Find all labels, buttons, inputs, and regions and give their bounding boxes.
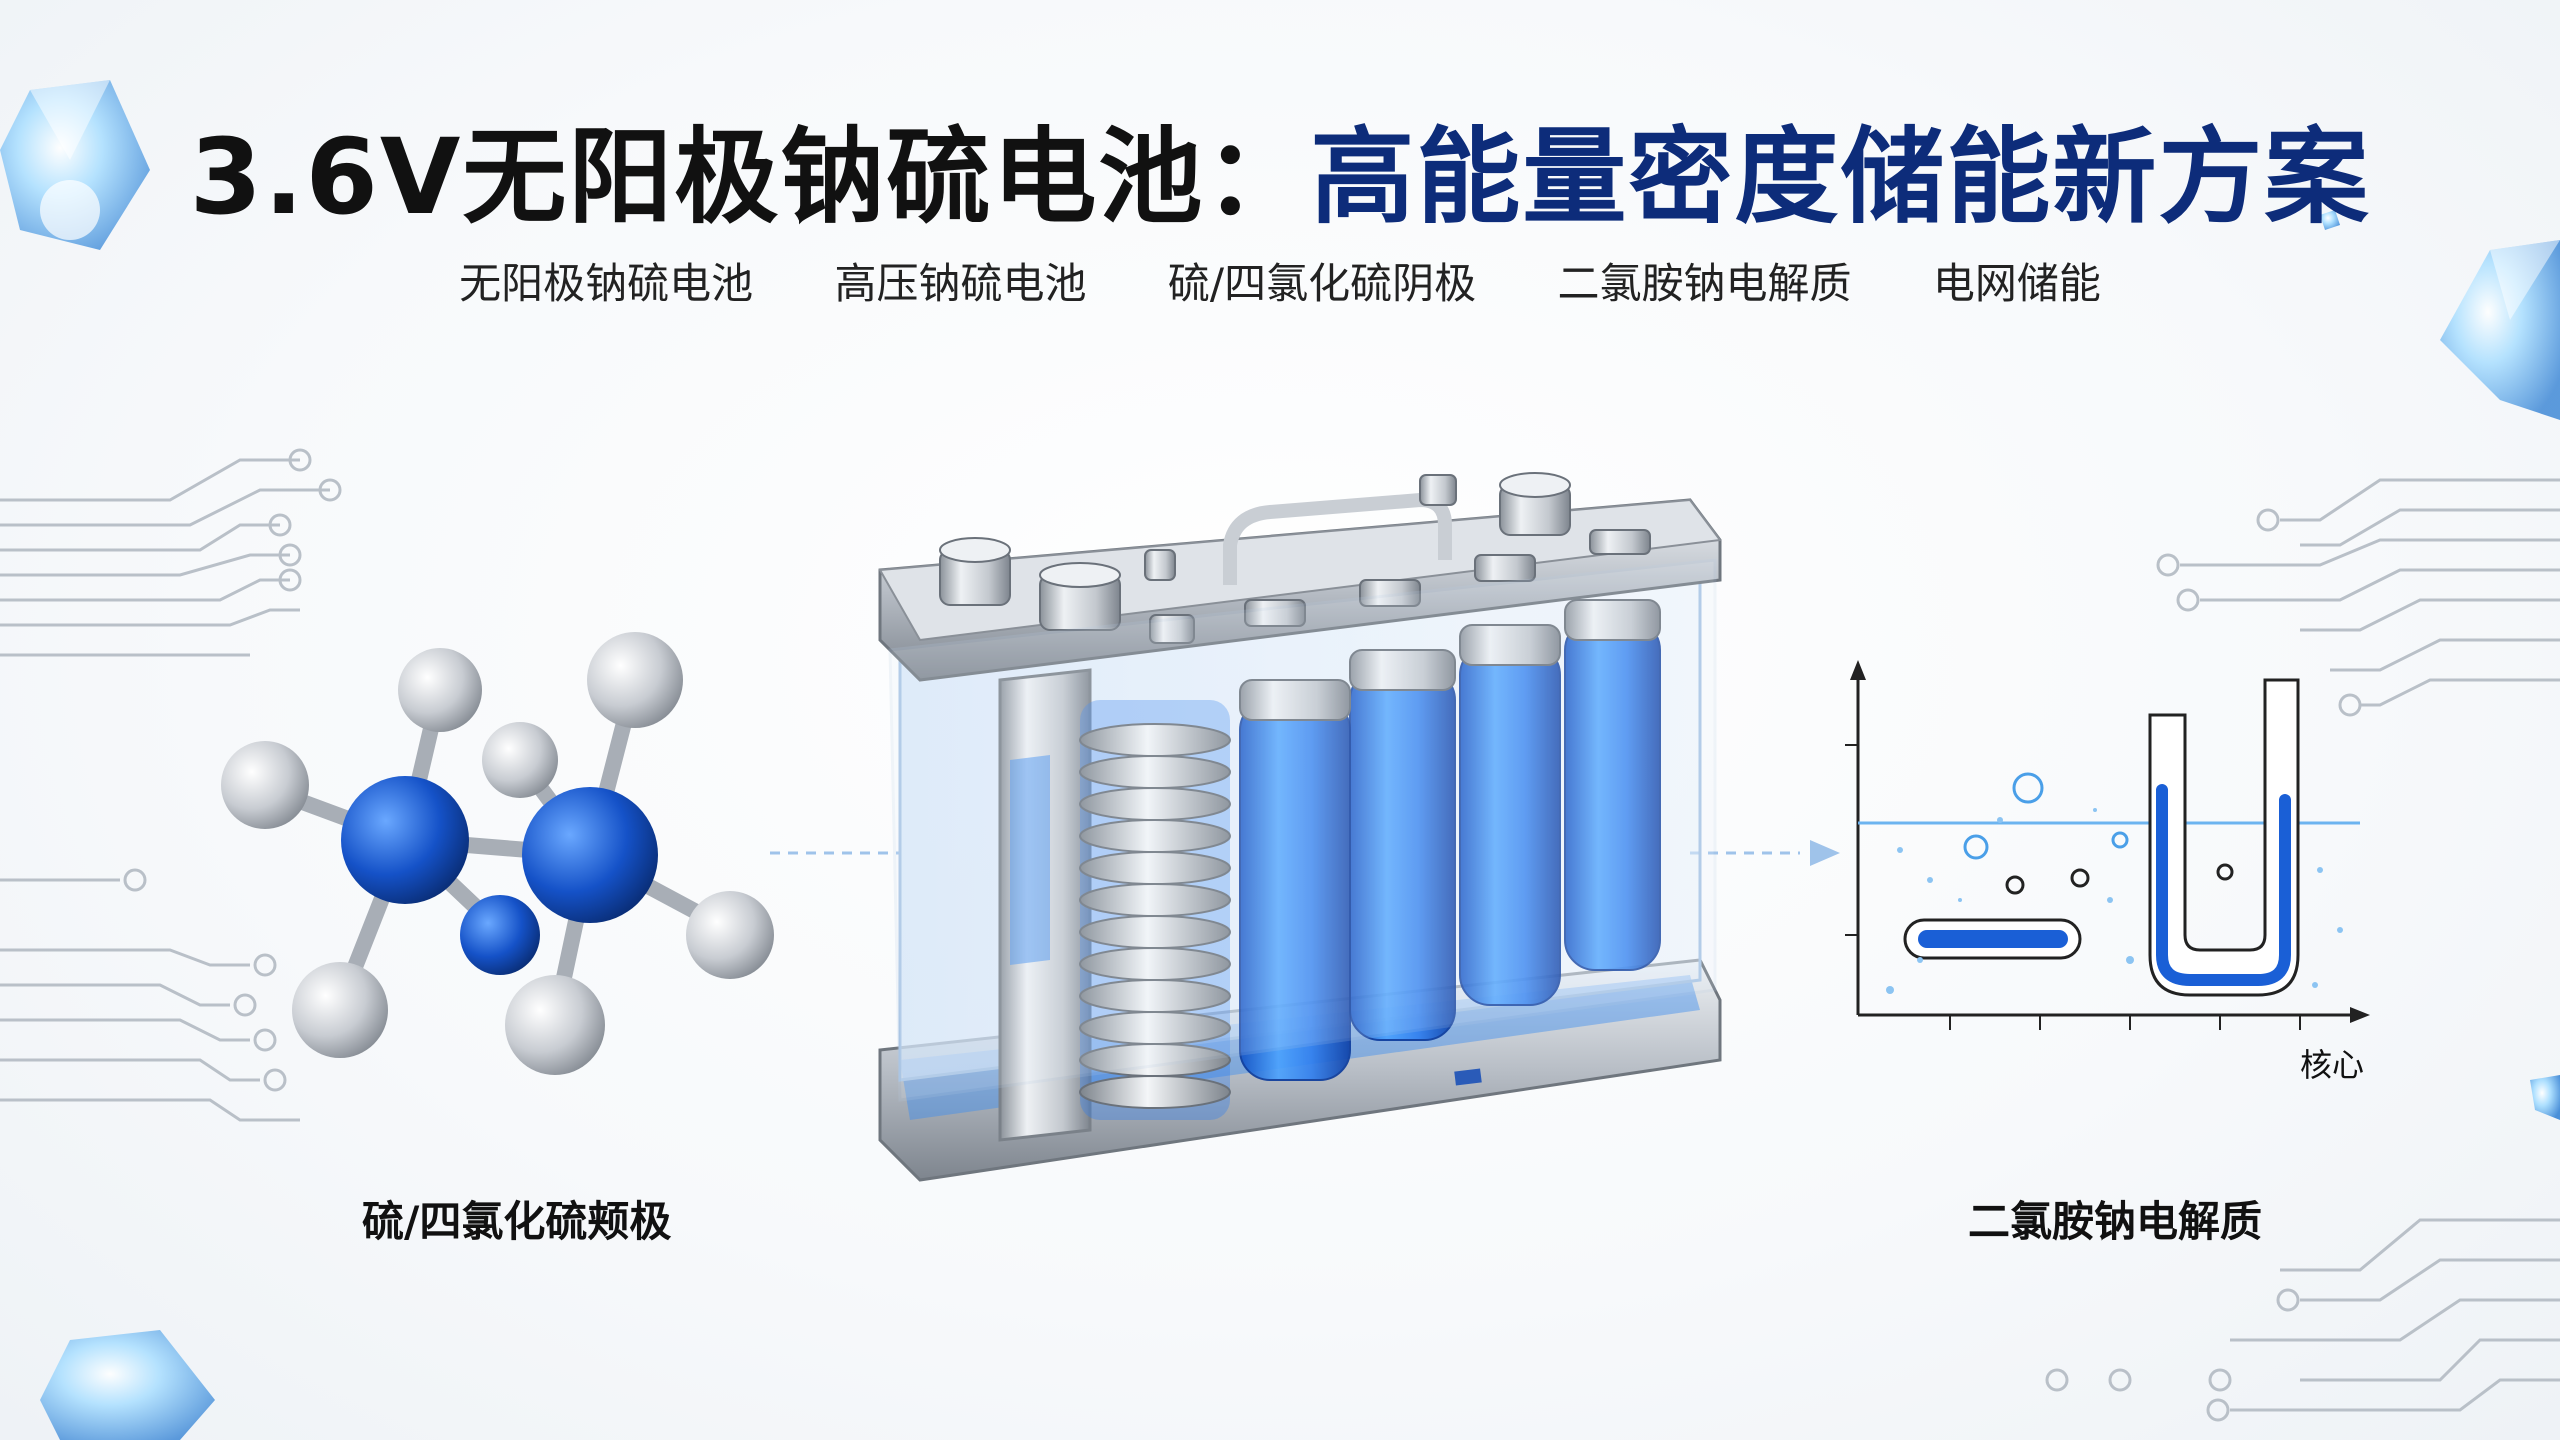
circuit-icon [0, 448, 342, 1122]
tag-item: 高压钠硫电池 [834, 259, 1087, 308]
molecule-icon [221, 632, 774, 1075]
cathode-label: 硫/四氯化硫颊极 [362, 1197, 672, 1246]
chart-axis-label: 核心 [2300, 1046, 2365, 1084]
electrolyte-label: 二氯胺钠电解质 [1968, 1197, 2263, 1246]
page-title: 3.6V无阳极钠硫电池：高能量密度储能新方案 [0, 92, 2560, 243]
crystal-icon [40, 1330, 215, 1440]
battery-icon [878, 472, 1722, 1182]
circuit-icon [2045, 478, 2560, 1422]
title-part-2: 高能量密度储能新方案 [1310, 116, 2371, 238]
crystal-icon [0, 80, 150, 250]
title-part-1: 3.6V无阳极钠硫电池： [189, 116, 1311, 238]
tag-item: 二氯胺钠电解质 [1557, 259, 1852, 308]
tag-item: 电网储能 [1932, 259, 2101, 308]
diagram-icon [1845, 660, 2370, 1030]
tag-item: 无阳极钠硫电池 [459, 259, 754, 308]
keyword-tags: 无阳极钠硫电池 高压钠硫电池 硫/四氯化硫阴极 二氯胺钠电解质 电网储能 [0, 250, 2560, 311]
crystal-icon [2440, 240, 2560, 420]
tag-item: 硫/四氯化硫阴极 [1167, 259, 1477, 308]
